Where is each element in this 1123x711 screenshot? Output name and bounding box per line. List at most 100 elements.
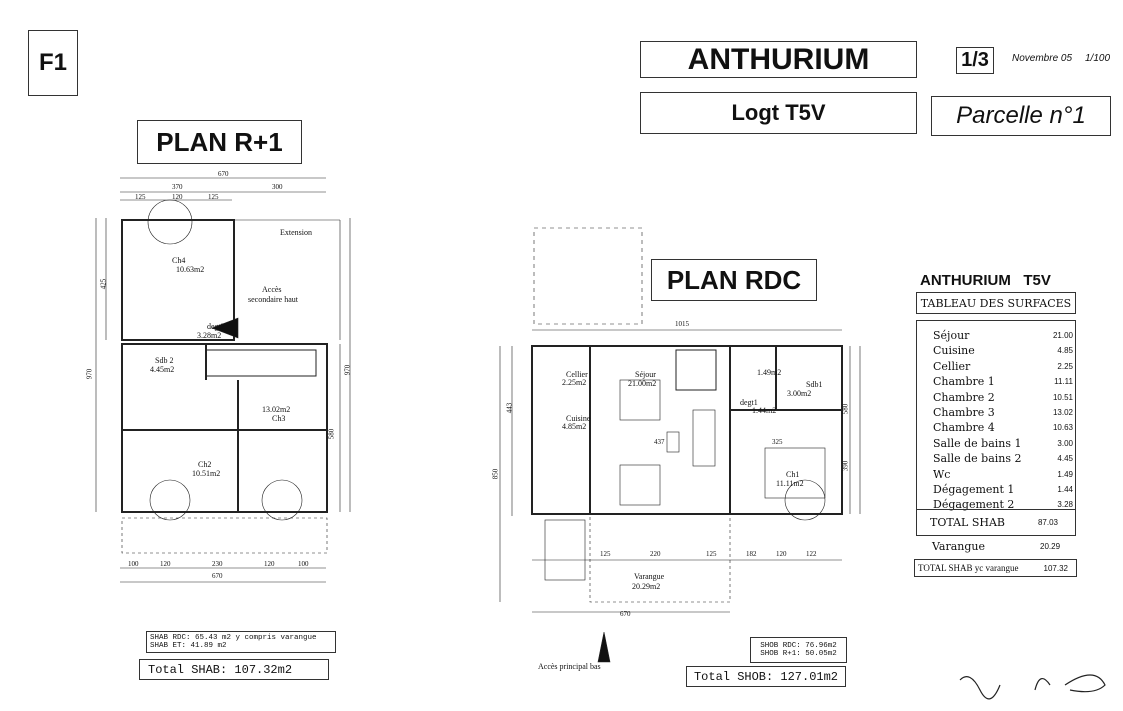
surface-label: Chambre 4 [933,421,995,435]
dimension: 230 [212,560,223,568]
dimension: 370 [172,183,183,191]
surface-value: 1.44 [1057,485,1073,494]
room-label-ch1: Ch1 [786,470,800,479]
room-label-sejour: Séjour [635,370,656,379]
dimension: 122 [806,550,817,558]
surfaces-title: ANTHURIUM T5V [920,272,1051,289]
surface-label: Salle de bains 1 [933,436,1022,450]
shab-breakdown: SHAB RDC: 65.43 m2 y compris varangue SH… [146,631,336,653]
surface-value: 1.49 [1057,469,1073,479]
room-label-degt2: degt2 [207,322,225,331]
dimension: 120 [172,193,183,201]
surface-value: 11.11 [1054,377,1073,387]
surface-label: Chambre 1 [933,375,995,389]
dimension: 390 [841,460,850,472]
sheet-number: 1/3 [956,47,994,74]
date: Novembre 05 [1012,53,1073,64]
room-label-ch3: Ch3 [272,414,286,423]
surface-label: Cuisine [933,344,975,358]
room-area-cuisine: 4.85m2 [562,422,587,431]
shab-rdc: SHAB RDC: 65.43 m2 y compris varangue [150,634,317,642]
room-label-cuisine: Cuisine [566,414,591,423]
dimension: 670 [218,170,229,178]
scale: 1/100 [1085,53,1111,64]
surface-row: Dégagement 2 3.28 [933,498,1073,511]
surface-value: 4.85 [1057,346,1073,356]
dimension: 970 [85,368,94,380]
room-area-sdb2: 4.45m2 [150,365,175,374]
plan-rdc-title: PLAN RDC [651,259,817,301]
shob-breakdown: SHOB RDC: 76.96m2 SHOB R+1: 50.05m2 [750,637,847,663]
access-label-2: secondaire haut [248,295,298,304]
surface-row: Dégagement 1 1.44 [933,483,1073,496]
surface-row: Chambre 4 10.63 [933,421,1073,434]
dimension: 580 [841,403,850,415]
dimension: 443 [505,402,514,414]
surface-row: Cuisine 4.85 [933,344,1073,357]
room-area-ch4: 10.63m2 [176,265,205,274]
surface-value: 10.63 [1052,423,1073,433]
parcelle: Parcelle n°1 [931,96,1111,136]
dimension: 120 [264,560,275,568]
dimension: 300 [272,183,283,191]
room-label-sdb2: Sdb 2 [155,356,174,365]
surface-row: Chambre 3 13.02 [933,406,1073,419]
dimension: 970 [343,364,352,376]
room-area-ch1: 11.11m2 [776,479,804,488]
surface-label: Dégagement 1 [933,483,1015,496]
total-shab-value: 87.03 [1037,518,1058,527]
grand-total-box: TOTAL SHAB yc varangue 107.32 [914,559,1077,577]
surface-row: Chambre 1 11.11 [933,375,1073,388]
room-area-sdb1: 3.00m2 [787,389,812,398]
room-label-varangue: Varangue [634,572,665,581]
varangue-value: 20.29 [1040,542,1061,551]
surface-label: Chambre 3 [933,406,995,419]
surface-label: Séjour [933,329,970,342]
room-area-ch2: 10.51m2 [192,469,221,478]
dimension: 437 [654,438,665,446]
surface-value: 13.02 [1052,408,1073,417]
room-area-degt2: 3.28m2 [197,331,222,340]
shab-et: SHAB ET: 41.89 m2 [150,642,227,650]
dimension: 125 [600,550,611,558]
room-area-wc: 1.49m2 [757,368,782,377]
dimension: 220 [650,550,661,558]
surface-row: Séjour 21.00 [933,329,1073,342]
logement-type: Logt T5V [640,92,917,134]
dimension: 120 [160,560,171,568]
varangue-label: Varangue [932,540,986,553]
room-label-extension: Extension [280,228,312,237]
surface-value: 21.00 [1052,331,1073,340]
grand-total-label: TOTAL SHAB yc varangue [918,563,1019,573]
dimension: 182 [746,550,757,558]
dimension: 100 [298,560,309,568]
lot-label: F1 [28,30,78,96]
surface-value: 2.25 [1057,361,1073,371]
room-area-degt1: 1.44m2 [752,406,777,415]
dimension: 580 [327,428,336,440]
room-area-cellier: 2.25m2 [562,378,587,387]
dimension: 125 [208,193,219,201]
surface-value: 3.28 [1057,500,1073,510]
surfaces-subtitle: TABLEAU DES SURFACES [916,292,1076,314]
shob-r1: SHOB R+1: 50.05m2 [760,650,837,658]
surface-label: Cellier [933,359,971,373]
total-shab: Total SHAB: 107.32m2 [139,659,329,680]
room-label-ch2: Ch2 [198,460,212,469]
dimension: 325 [772,438,783,446]
project-title: ANTHURIUM [640,41,917,78]
main-entrance-label: Accès principal bas [538,662,601,671]
surface-value: 10.51 [1052,392,1073,402]
surface-label: Dégagement 2 [933,498,1015,512]
surface-value: 3.00 [1057,438,1073,448]
surface-label: Salle de bains 2 [933,452,1022,466]
dimension: 100 [128,560,139,568]
room-area-ch3: 13.02m2 [262,405,291,414]
dimension: 850 [491,468,500,480]
